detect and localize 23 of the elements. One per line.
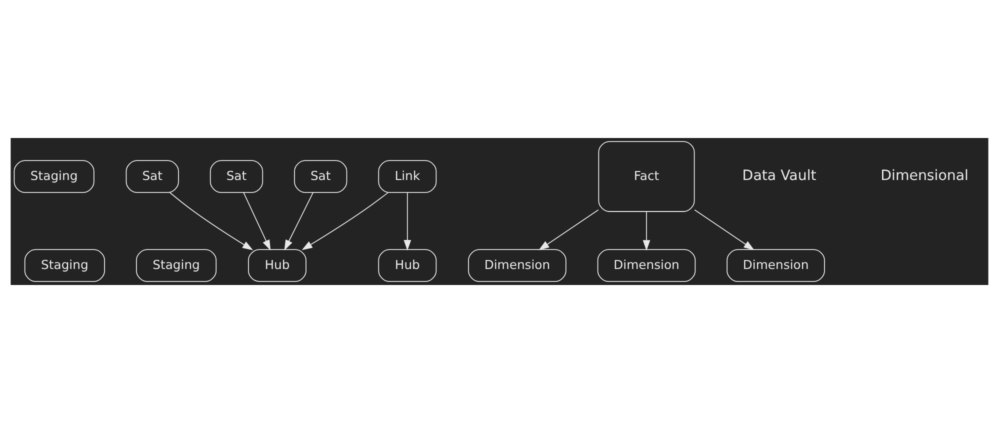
label: Data Vault: [742, 168, 816, 184]
node-box: Hub: [248, 249, 306, 282]
arrow: [538, 209, 599, 250]
node-box: Dimension: [597, 249, 696, 282]
arrow: [169, 192, 254, 250]
node-box: Dimension: [468, 249, 566, 282]
arrow: [642, 211, 650, 251]
node-box: Dimension: [726, 249, 825, 282]
node-box: Sat: [126, 160, 179, 193]
arrow: [284, 192, 314, 251]
node-box: Staging: [14, 160, 94, 193]
arrow: [694, 209, 754, 250]
node-box: Staging: [24, 249, 105, 282]
node-box: Sat: [294, 160, 348, 193]
node-box: Sat: [210, 160, 264, 193]
arrow: [243, 192, 271, 251]
node-box: Link: [378, 160, 437, 193]
node-box: Fact: [598, 141, 695, 212]
node-box: Hub: [378, 249, 437, 282]
arrow: [404, 192, 412, 251]
node-box: Staging: [136, 249, 217, 282]
arrow: [302, 192, 389, 250]
label: Dimensional: [880, 168, 968, 184]
